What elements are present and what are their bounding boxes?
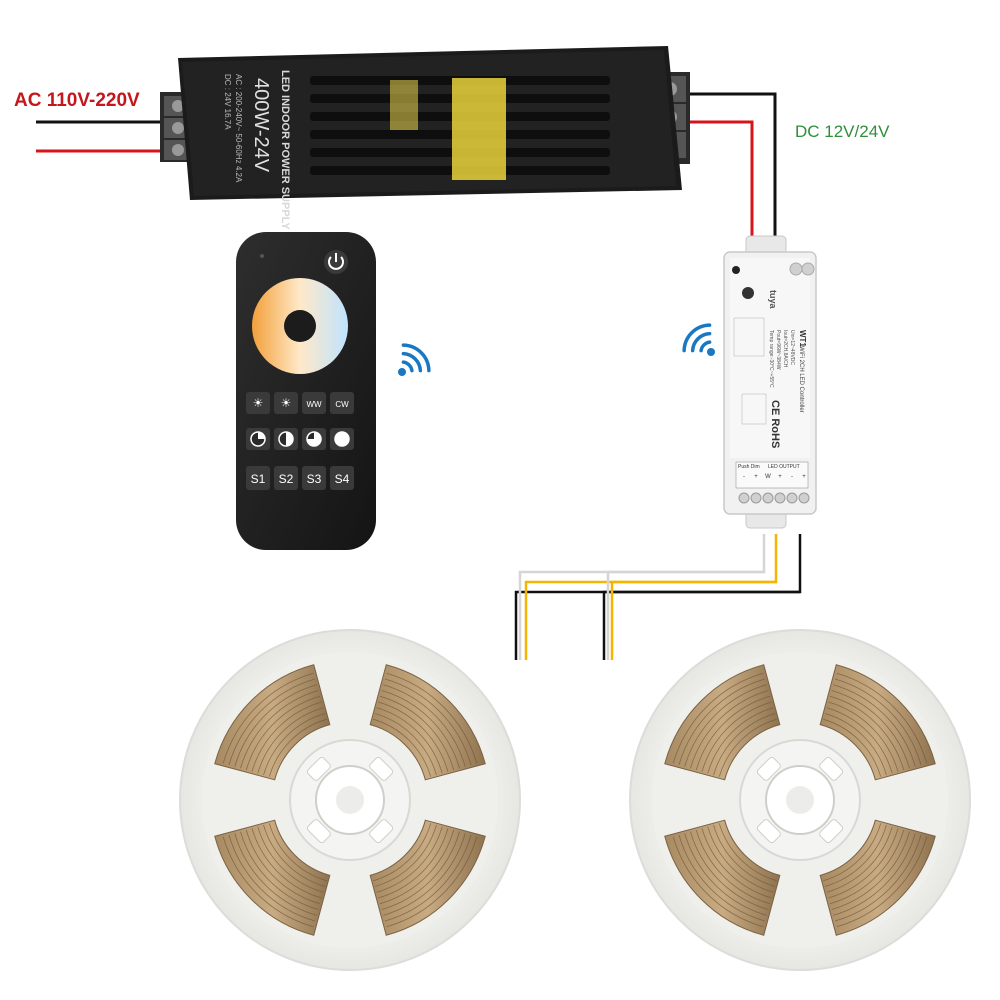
strip-wires xyxy=(514,534,802,660)
remote-button[interactable] xyxy=(274,466,298,490)
push-dim-label: Push Dim xyxy=(738,464,760,470)
controller-model: WT1 xyxy=(798,330,807,347)
controller-spec: Iout=2CH,8A/CH xyxy=(782,330,788,368)
power-icon xyxy=(328,253,344,270)
controller-spec: Pout=96W~384W xyxy=(775,330,781,370)
remote-button[interactable] xyxy=(246,392,270,414)
led-strip-coil xyxy=(369,664,486,781)
power-supply-spec-ac: AC : 200-240V~ 50-60Hz 4.2A xyxy=(234,74,243,183)
remote-button[interactable] xyxy=(246,466,270,490)
led-strip-coil xyxy=(214,664,331,781)
remote-button-label: S3 xyxy=(307,472,322,486)
brightness-preset-icon xyxy=(334,431,350,447)
led-strip-coil xyxy=(819,819,936,936)
remote-button-label: WW xyxy=(306,400,322,409)
terminal-label: + xyxy=(754,474,758,480)
controller-spec: Uin=12~48VDC xyxy=(789,330,795,365)
terminal-screw xyxy=(750,492,762,504)
wifi-signal-icon xyxy=(398,343,431,376)
terminal-label: + xyxy=(802,474,806,480)
remote-button[interactable] xyxy=(274,392,298,414)
led-strip-reel xyxy=(179,629,521,971)
power-supply: LED INDOOR POWER SUPPLY 400W-24V AC : 20… xyxy=(160,46,690,230)
terminal-screw xyxy=(798,492,810,504)
power-supply-title: LED INDOOR POWER SUPPLY xyxy=(279,70,291,230)
terminal-screw xyxy=(786,492,798,504)
terminal-label: + xyxy=(778,474,782,480)
remote-button-label: S4 xyxy=(335,472,350,486)
terminal-label: - xyxy=(791,474,793,480)
remote-control: ☀ ☀ WW CW S1 S2 S3 S4 xyxy=(236,232,376,550)
dc-wire-red xyxy=(690,120,754,246)
controller-spec: Temp range:-30°C~+55°C xyxy=(768,330,774,388)
terminal-screw xyxy=(762,492,774,504)
wifi-signal-icon xyxy=(682,323,715,356)
led-strip-coil xyxy=(664,664,781,781)
remote-button[interactable] xyxy=(330,466,354,490)
remote-button[interactable] xyxy=(302,466,326,490)
led-strip-coil xyxy=(214,819,331,936)
dc-output-label: DC 12V/24V xyxy=(795,122,890,141)
controller-brand: tuya xyxy=(768,290,778,310)
power-supply-spec-dc: DC : 24V 16.7A xyxy=(223,74,232,130)
remote-button[interactable] xyxy=(302,392,326,414)
terminal-label: W xyxy=(765,474,771,480)
remote-button[interactable] xyxy=(330,392,354,414)
led-strip-coil xyxy=(819,664,936,781)
led-output-label: LED OUTPUT xyxy=(768,464,800,470)
dc-wire-black xyxy=(690,92,777,246)
led-strip-coil xyxy=(369,819,486,936)
ring-center xyxy=(284,310,316,342)
remote-button-label: ☀ xyxy=(281,396,292,410)
terminal-label: - xyxy=(743,474,745,480)
controller-cert: CE RoHS xyxy=(769,400,781,448)
wifi-controller: WT1 WiFi 2CH LED Controller tuya Uin=12~… xyxy=(723,235,817,529)
remote-button-label: S2 xyxy=(279,472,294,486)
led-strip-reel xyxy=(629,629,971,971)
terminal-screw xyxy=(774,492,786,504)
ac-input-label: AC 110V-220V xyxy=(14,90,140,111)
led-strip-coil xyxy=(664,819,781,936)
remote-button-label: S1 xyxy=(251,472,266,486)
terminal-screw xyxy=(738,492,750,504)
remote-button-label: CW xyxy=(335,400,349,409)
power-supply-model: 400W-24V xyxy=(250,78,272,173)
remote-button-label: ☀ xyxy=(253,396,264,410)
controller-title: WiFi 2CH LED Controller xyxy=(798,346,804,413)
